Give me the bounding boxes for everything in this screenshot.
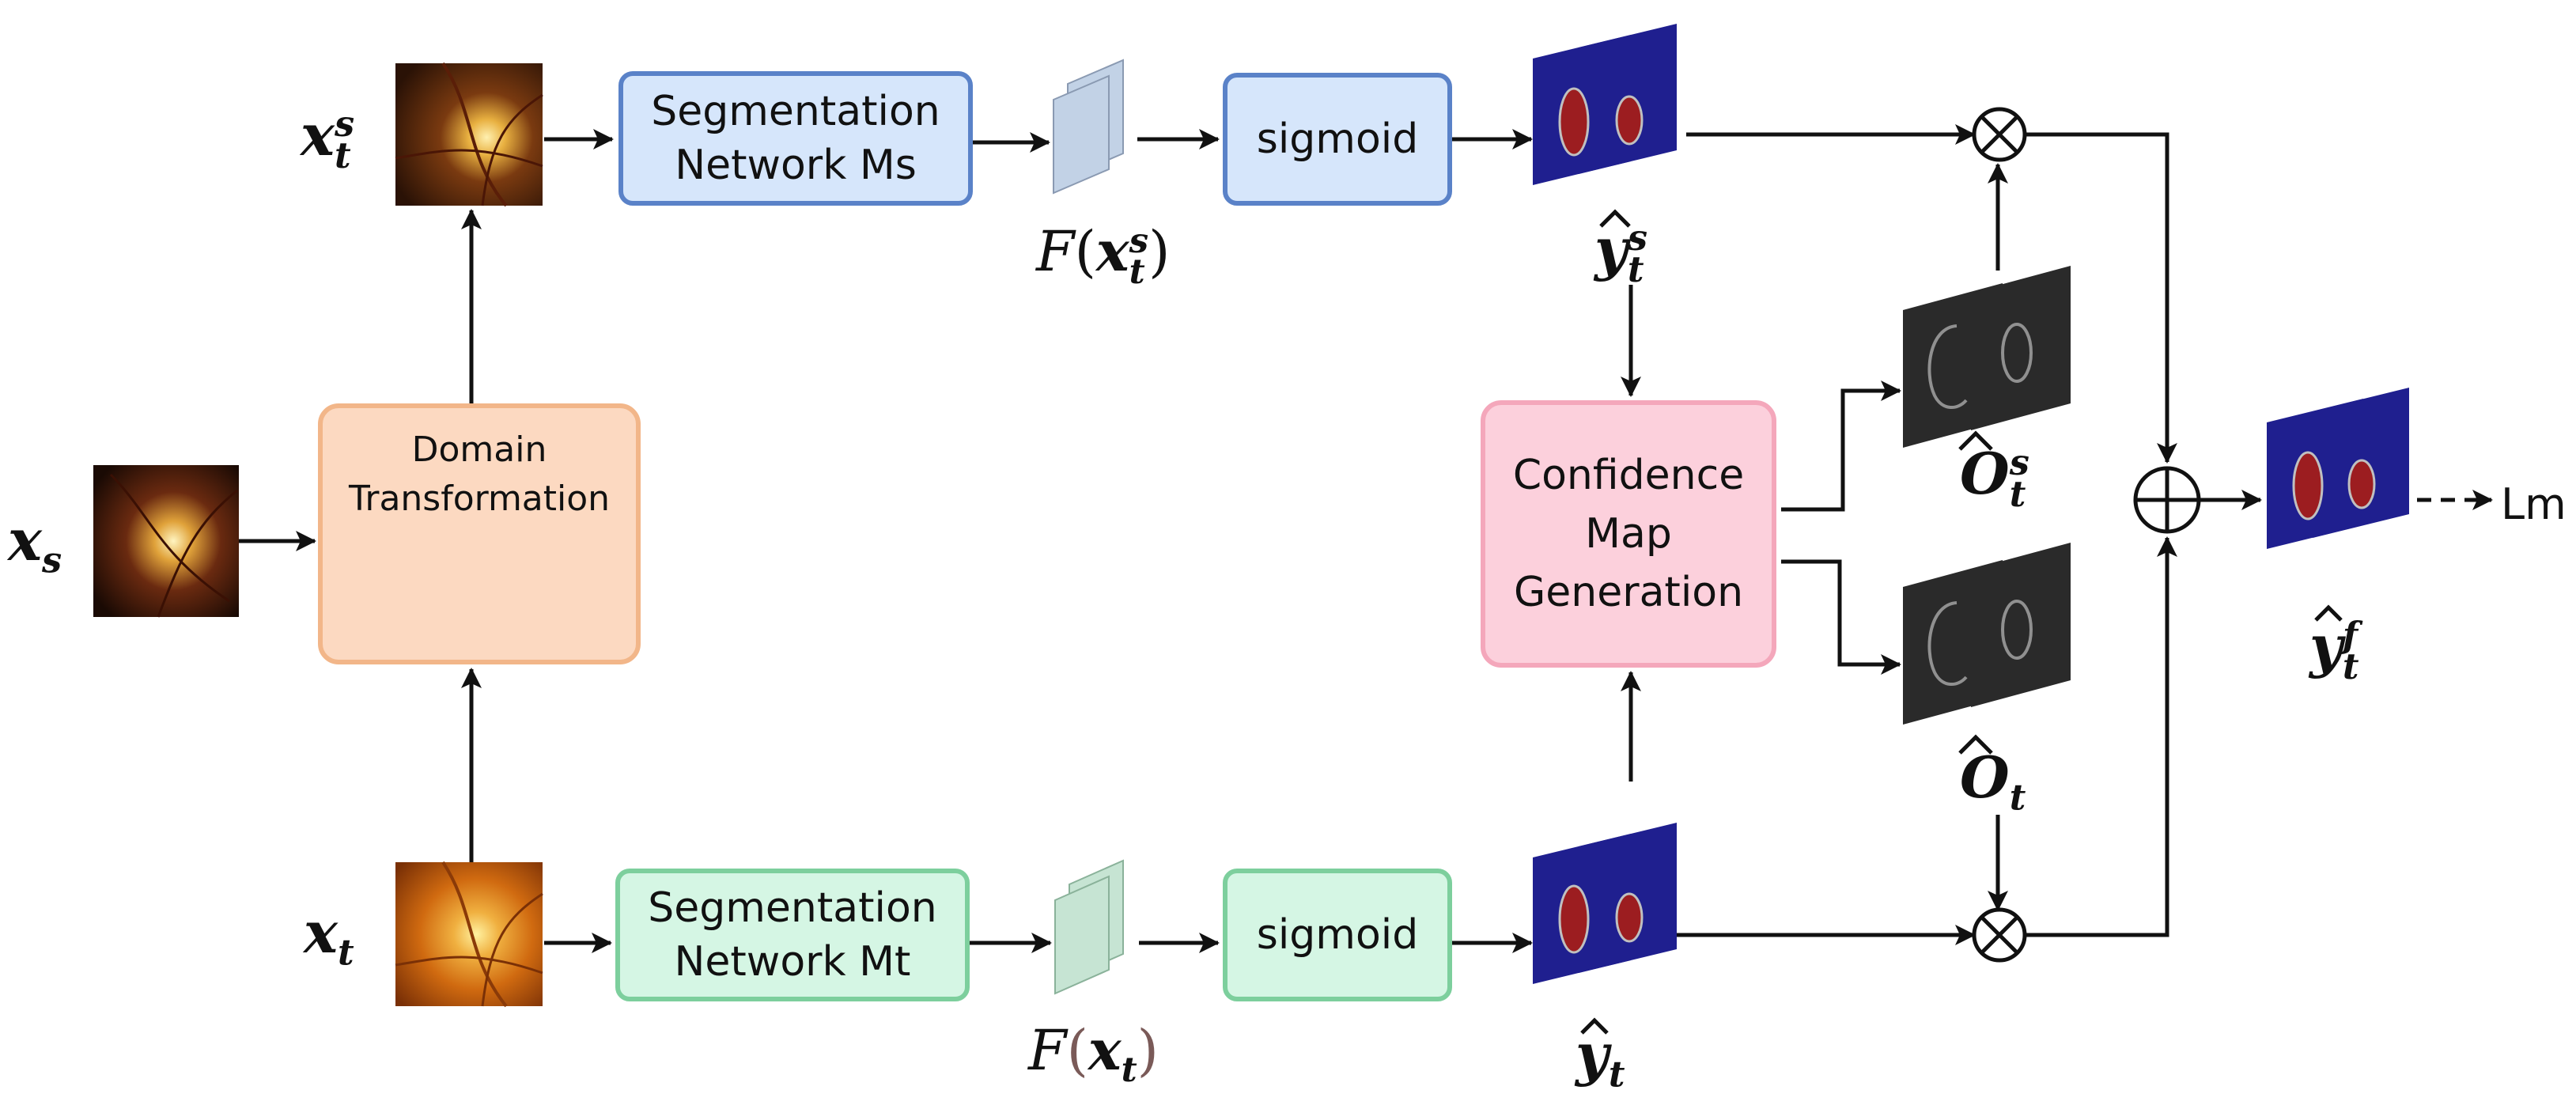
label-o-t: Ot — [1960, 744, 2026, 819]
seg-bottom-line1: Segmentation — [648, 884, 937, 932]
segmentation-network-ms[interactable]: Segmentation Network Ms — [618, 71, 973, 206]
mask-y-t-f — [2267, 388, 2409, 549]
multiply-operator-top — [1972, 107, 2027, 162]
fundus-image-xts — [395, 62, 543, 207]
label-x-t: xt — [304, 899, 354, 974]
add-operator — [2133, 466, 2201, 534]
domain-label: Domain Transformation — [323, 426, 636, 524]
sigmoid-top[interactable]: sigmoid — [1223, 73, 1452, 206]
domain-line2: Transformation — [348, 479, 611, 519]
hat-marks — [1580, 209, 2343, 1035]
mask-y-t — [1533, 823, 1677, 984]
fundus-image-xt — [395, 861, 543, 1008]
label-F-bottom: F(xt) — [1028, 1017, 1159, 1090]
segmentation-network-mt[interactable]: Segmentation Network Mt — [615, 869, 970, 1001]
loss-label: Lm — [2501, 479, 2567, 529]
domain-line1: Domain — [411, 430, 547, 470]
seg-top-line2: Network Ms — [675, 142, 917, 189]
sigmoid-top-label: sigmoid — [1256, 115, 1419, 163]
fundus-image-xs — [93, 465, 239, 618]
connectors — [239, 124, 2493, 953]
sigmoid-bottom[interactable]: sigmoid — [1223, 869, 1452, 1001]
label-y-t: yt — [1575, 1020, 1625, 1096]
mask-y-t-s — [1533, 24, 1677, 185]
seg-top-line1: Segmentation — [651, 88, 940, 135]
label-x-s: xs — [8, 506, 62, 581]
feature-map-top — [1053, 59, 1124, 195]
confidence-line1: Confidence — [1512, 452, 1745, 499]
confidence-map-generation[interactable]: Confidence Map Generation — [1481, 400, 1776, 668]
sigmoid-bottom-label: sigmoid — [1256, 911, 1419, 959]
feature-map-bottom — [1054, 859, 1124, 995]
multiply-operator-bottom — [1972, 907, 2027, 963]
domain-transformation[interactable]: Domain Transformation — [318, 403, 641, 664]
confidence-line2: Map — [1585, 510, 1672, 558]
confidence-map-o-t-s — [1903, 266, 2071, 448]
confidence-line3: Generation — [1513, 569, 1744, 616]
confidence-map-o-t — [1903, 543, 2071, 725]
seg-bottom-line2: Network Mt — [674, 938, 911, 986]
